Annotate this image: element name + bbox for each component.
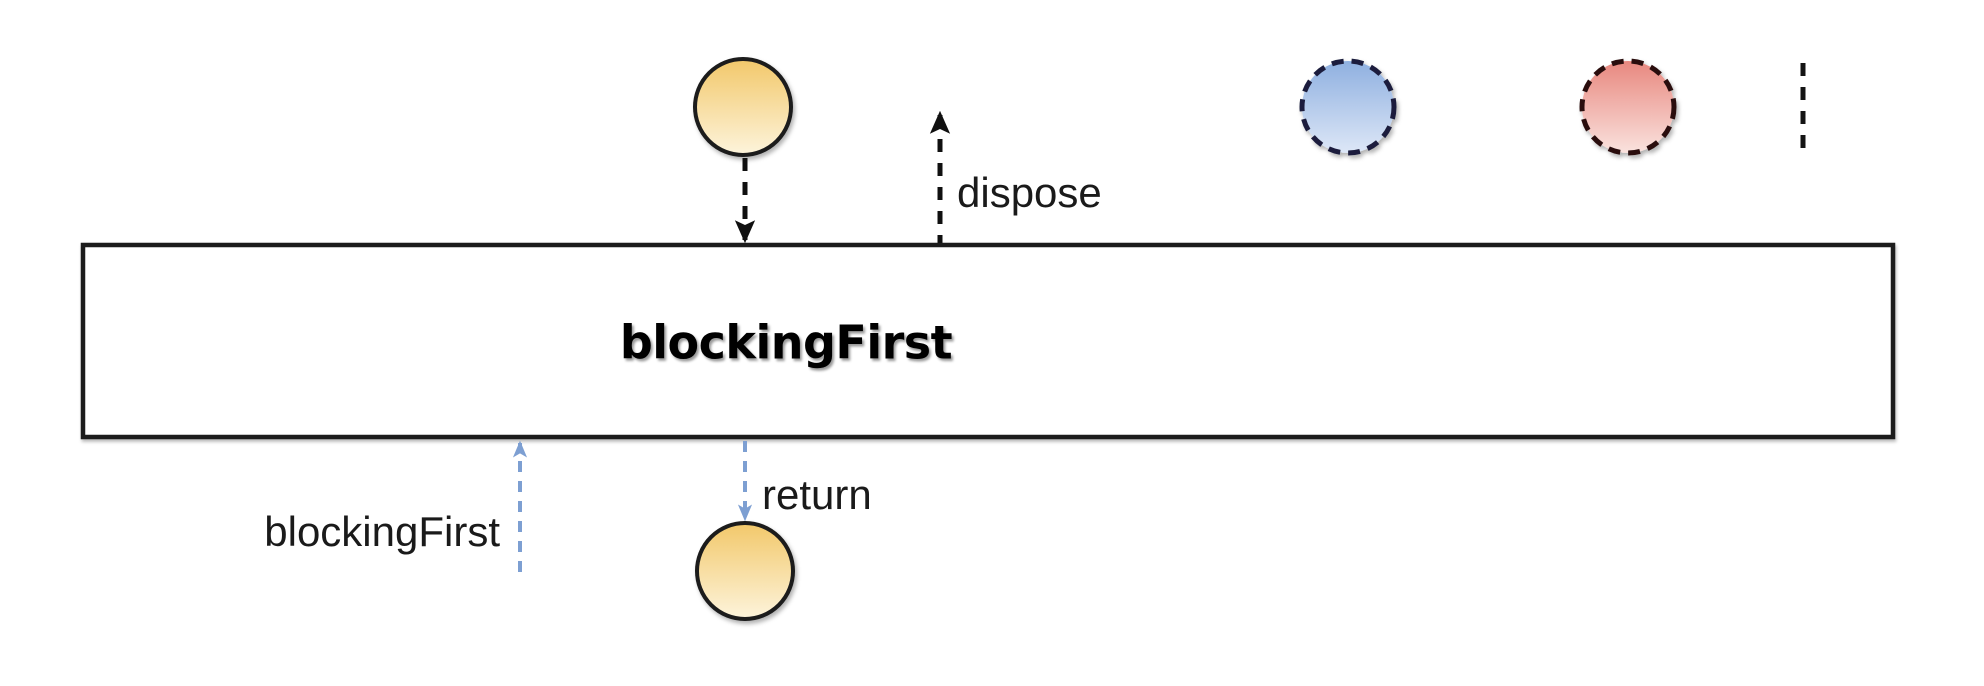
operator-box-label: blockingFirst bbox=[620, 316, 952, 370]
return-connector: return bbox=[737, 441, 872, 522]
return-label: return bbox=[762, 471, 872, 518]
dispose-connector: dispose bbox=[929, 110, 1102, 248]
blockingfirst-call-label: blockingFirst bbox=[264, 508, 500, 555]
result-timeline-group bbox=[80, 521, 1893, 621]
source-timeline-group bbox=[80, 57, 1893, 157]
operator-box[interactable]: blockingFirst bbox=[80, 242, 1896, 440]
source-marble-2[interactable] bbox=[1299, 58, 1397, 156]
operator-box-rect bbox=[80, 242, 1896, 440]
result-marble-1[interactable] bbox=[695, 521, 795, 621]
source-marble-1[interactable] bbox=[693, 57, 793, 157]
dispose-label: dispose bbox=[957, 169, 1102, 216]
blockingfirst-call-connector: blockingFirst bbox=[264, 440, 528, 572]
source-marble-3[interactable] bbox=[1579, 58, 1677, 156]
